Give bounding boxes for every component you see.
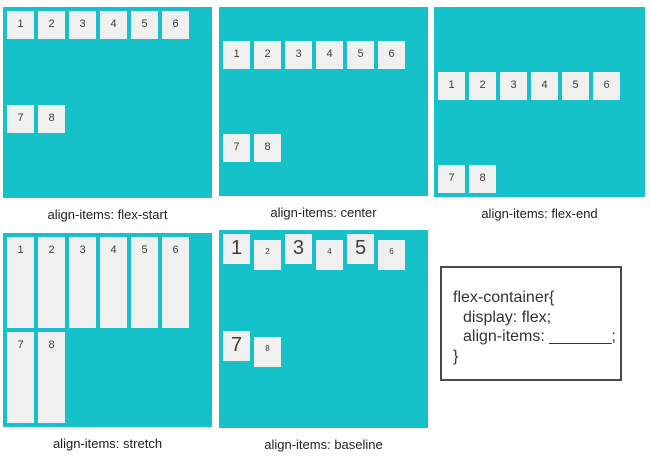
- flex-item-6: 6: [162, 237, 189, 328]
- flex-item-5: 5: [562, 72, 589, 100]
- flex-item-3: 3: [69, 11, 96, 39]
- flex-item-2: 2: [469, 72, 496, 100]
- flex-item-3: 3: [285, 41, 312, 70]
- flex-item-2: 2: [254, 240, 281, 270]
- flex-item-4: 4: [100, 237, 127, 328]
- flex-item-6: 6: [593, 72, 620, 100]
- flex-item-6: 6: [162, 11, 189, 39]
- flex-item-7: 7: [7, 332, 34, 423]
- panel-label-stretch: align-items: stretch: [52, 436, 163, 451]
- flex-item-8: 8: [38, 332, 65, 423]
- flex-item-7: 7: [223, 331, 250, 361]
- flex-item-1: 1: [223, 41, 250, 70]
- flex-item-7: 7: [7, 104, 34, 133]
- flex-item-1: 1: [7, 11, 34, 39]
- flex-item-4: 4: [316, 41, 343, 70]
- flex-item-1: 1: [7, 237, 34, 328]
- panel-label-baseline: align-items: baseline: [264, 437, 383, 452]
- flex-item-7: 7: [223, 133, 250, 162]
- code-line-closing-brace: }: [453, 347, 459, 365]
- flex-item-2: 2: [38, 237, 65, 328]
- flex-item-5: 5: [347, 234, 374, 264]
- flex-item-4: 4: [531, 72, 558, 100]
- code-line-align-items: align-items: _______;: [463, 328, 616, 345]
- flex-item-4: 4: [100, 11, 127, 39]
- flex-item-1: 1: [438, 72, 465, 100]
- flex-item-3: 3: [285, 234, 312, 264]
- flex-item-1: 1: [223, 234, 250, 264]
- flex-item-5: 5: [131, 237, 158, 328]
- flex-item-8: 8: [469, 165, 496, 193]
- flex-item-3: 3: [69, 237, 96, 328]
- flex-item-4: 4: [316, 240, 343, 270]
- flex-item-6: 6: [378, 41, 405, 70]
- flex-item-2: 2: [38, 11, 65, 39]
- panel-label-flex-end: align-items: flex-end: [481, 206, 598, 221]
- panel-label-flex-start: align-items: flex-start: [47, 207, 168, 222]
- flex-item-5: 5: [347, 41, 374, 70]
- flex-item-3: 3: [500, 72, 527, 100]
- flex-item-8: 8: [38, 104, 65, 133]
- flex-item-5: 5: [131, 11, 158, 39]
- flex-item-6: 6: [378, 240, 405, 270]
- code-line-selector: flex-container{: [453, 289, 555, 306]
- flex-item-8: 8: [254, 337, 281, 367]
- flex-item-7: 7: [438, 165, 465, 193]
- flex-item-8: 8: [254, 133, 281, 162]
- panel-label-center: align-items: center: [270, 205, 377, 220]
- code-snippet-box: flex-container{ display: flex; align-ite…: [440, 266, 622, 381]
- flex-item-2: 2: [254, 41, 281, 70]
- code-line-display: display: flex;: [463, 308, 552, 326]
